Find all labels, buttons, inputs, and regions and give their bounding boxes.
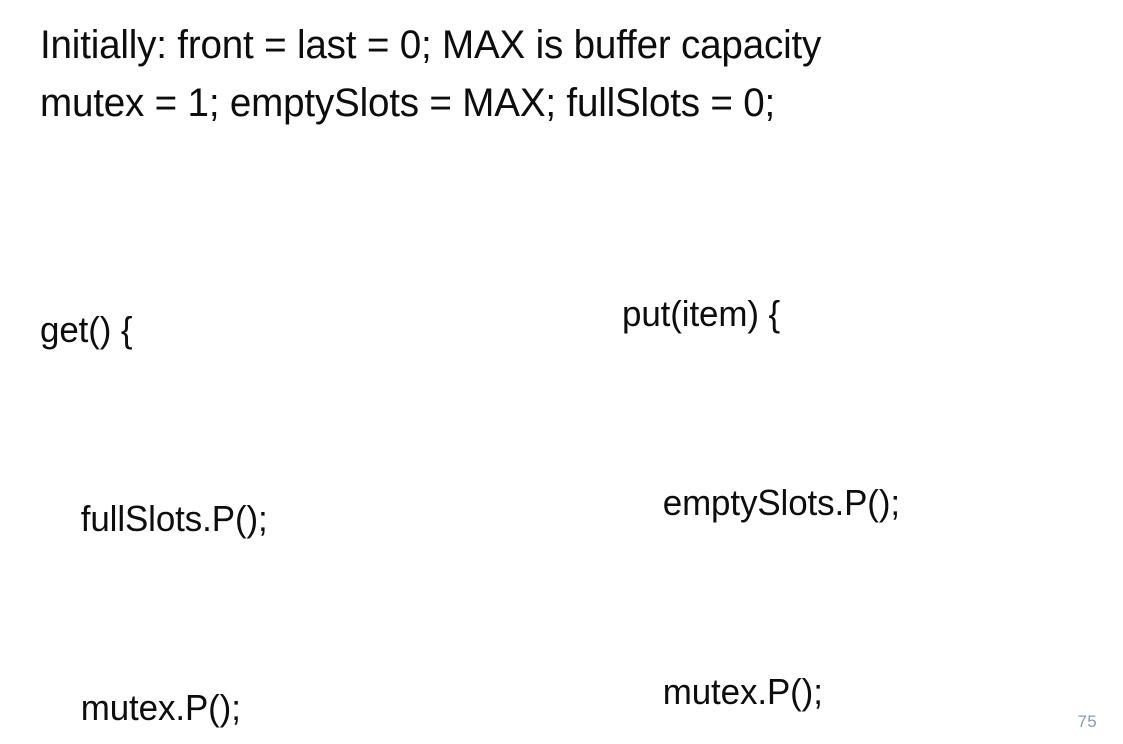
code-block-put: put(item) { emptySlots.P(); mutex.P(); b…: [622, 156, 1112, 744]
slide-number: 75: [1077, 712, 1097, 731]
code-block-get: get() { fullSlots.P(); mutex.P(); item =…: [40, 172, 580, 744]
code-line: fullSlots.P();: [80, 498, 268, 539]
code-line: mutex.P();: [662, 671, 823, 712]
code-line: emptySlots.P();: [662, 482, 900, 523]
code-line: mutex.P();: [80, 687, 241, 728]
initial-conditions-block: Initially: front = last = 0; MAX is buff…: [40, 16, 1080, 132]
initial-conditions-line: Initially: front = last = 0; MAX is buff…: [40, 23, 822, 67]
code-line: put(item) {: [622, 293, 781, 334]
initial-conditions-line: mutex = 1; emptySlots = MAX; fullSlots =…: [40, 81, 776, 125]
code-line: get() {: [40, 309, 133, 350]
